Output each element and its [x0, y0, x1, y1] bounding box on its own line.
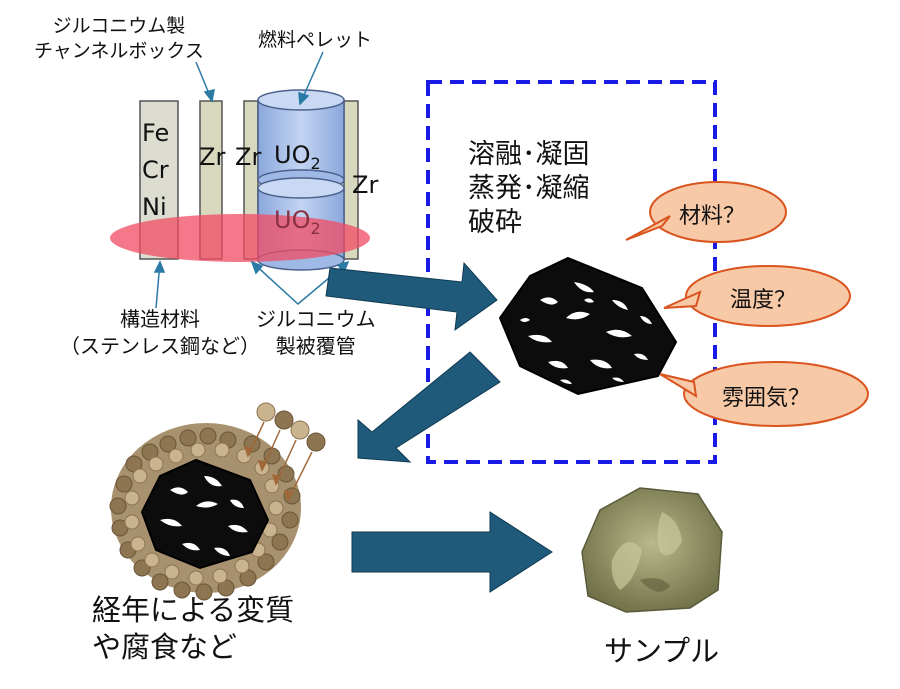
- uo2-subscript: 2: [310, 218, 321, 238]
- incoming-particles: [243, 402, 326, 502]
- uo2-text: UO: [274, 206, 311, 234]
- process-dashed-box: [426, 80, 717, 464]
- uo2-subscript: 2: [310, 153, 321, 173]
- label-zr-channel-box: ジルコニウム製 チャンネルボックス: [34, 15, 204, 62]
- label-zr-cladding: ジルコニウム 製被覆管: [256, 307, 376, 358]
- label-uo2-lower: UO2: [274, 205, 321, 244]
- label-zr-cladding-left: Zr: [235, 143, 262, 171]
- sample-rock: [581, 487, 723, 613]
- uo2-text: UO: [274, 141, 311, 169]
- label-structural-material: 構造材料 （ステンレス鋼など）: [60, 307, 260, 358]
- label-fuel-pellet: 燃料ペレット: [258, 29, 373, 51]
- melt-zone-band: [110, 214, 370, 262]
- arrow-to-aging: [357, 351, 501, 463]
- label-fe: Fe: [142, 119, 170, 147]
- label-aging: 経年による変質 や腐食など: [92, 593, 295, 664]
- bubble-atmosphere: [659, 361, 869, 427]
- bubble-temperature: [663, 265, 851, 327]
- bubble-material-text: 材料？: [679, 204, 746, 229]
- aged-debris: [109, 423, 301, 601]
- label-zr-channel: Zr: [199, 143, 226, 171]
- label-sample: サンプル: [604, 634, 720, 668]
- bubble-temperature-text: 温度？: [730, 288, 797, 313]
- arrow-to-sample: [351, 511, 553, 593]
- label-zr-cladding-right: Zr: [352, 171, 379, 199]
- label-uo2-upper: UO2: [274, 140, 321, 179]
- bubble-atmosphere-text: 雰囲気？: [722, 386, 811, 411]
- debris-piece: [498, 256, 678, 396]
- label-processes: 溶融･凝固 蒸発･凝縮 破砕: [468, 139, 590, 238]
- label-cr: Cr: [142, 156, 169, 184]
- bubble-material: [625, 181, 787, 243]
- arrow-to-debris: [325, 261, 498, 332]
- label-ni: Ni: [142, 193, 167, 221]
